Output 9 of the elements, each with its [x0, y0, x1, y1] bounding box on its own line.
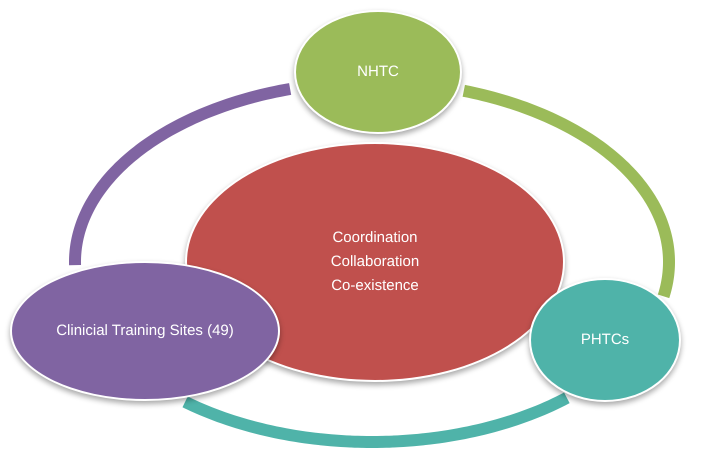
node-label: Clinicial Training Sites (49): [56, 321, 234, 341]
ring-arc-connector: [69, 83, 292, 268]
node-label: Coordination: [332, 228, 418, 248]
node-label: Co-existence: [331, 276, 419, 296]
node-label: NHTC: [357, 62, 399, 82]
node-label: Collaboration: [330, 252, 420, 272]
ring-arc-connector: [462, 84, 675, 300]
node-label: PHTCs: [580, 330, 630, 350]
ring-arc-connector: [182, 392, 570, 448]
